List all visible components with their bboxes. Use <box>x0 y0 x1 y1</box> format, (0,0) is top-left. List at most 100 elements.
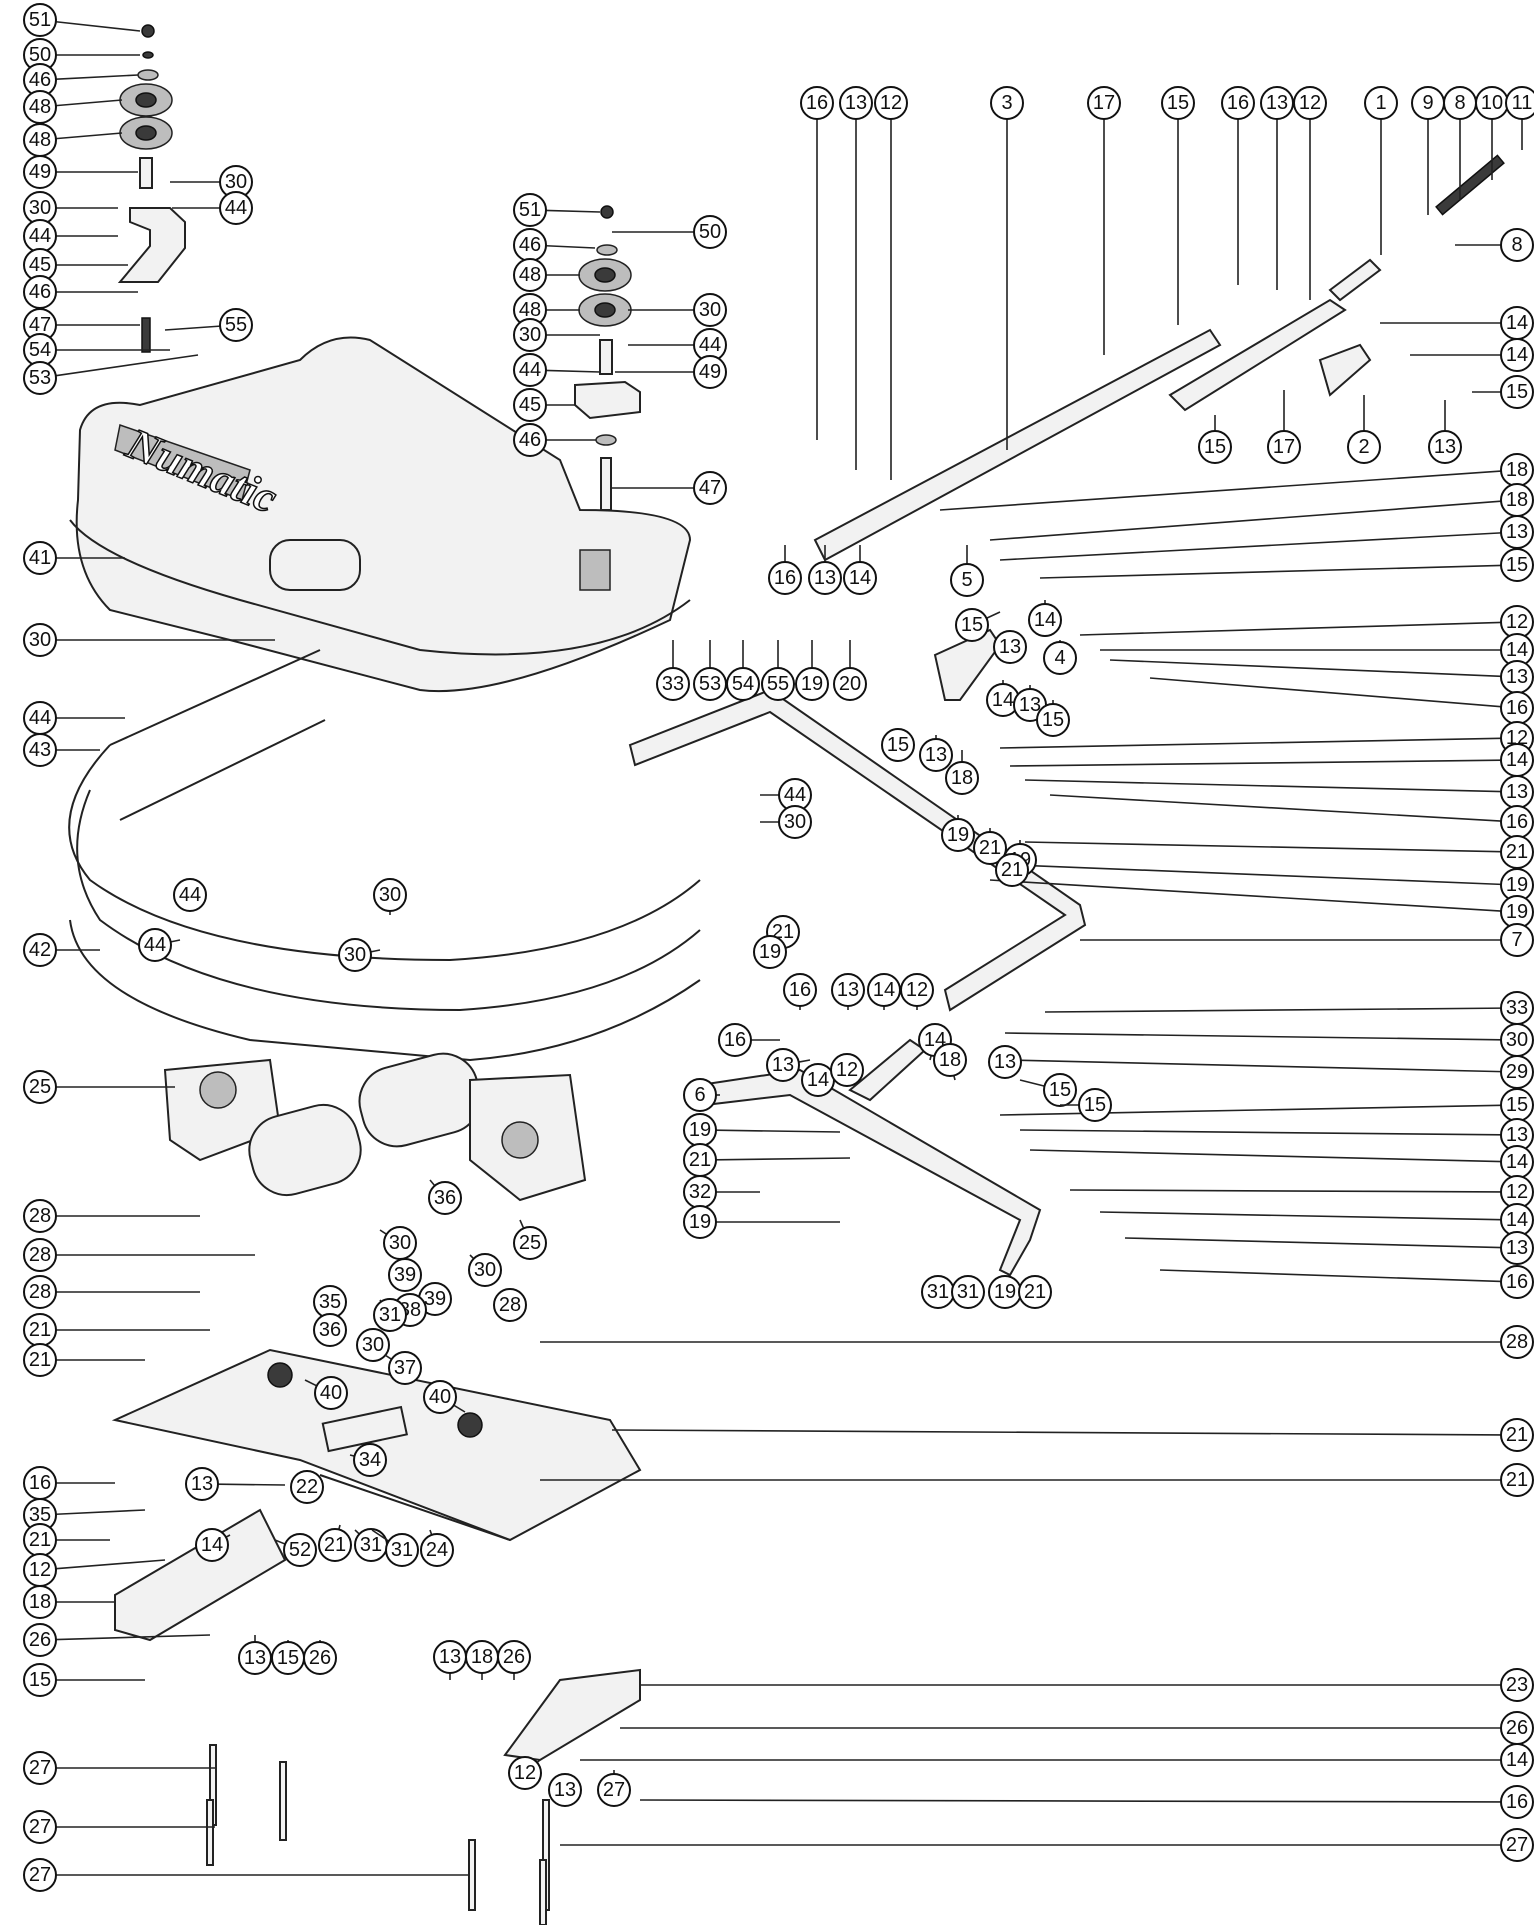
callout-label: 26 <box>1506 1717 1528 1739</box>
callout-label: 30 <box>29 197 51 219</box>
callout-circle <box>23 733 57 767</box>
callout-label: 16 <box>774 567 796 589</box>
callout-12: 12 <box>1079 605 1534 639</box>
callout-48: 48 <box>513 258 580 292</box>
leader-line <box>1044 1007 1502 1013</box>
callout-14: 14 <box>986 680 1020 717</box>
callout-label: 28 <box>29 1281 51 1303</box>
callout-34: 34 <box>349 1443 387 1477</box>
callout-label: 16 <box>1506 1791 1528 1813</box>
callout-label: 12 <box>1299 92 1321 114</box>
callout-circle <box>313 1313 347 1347</box>
callout-label: 12 <box>1506 727 1528 749</box>
leader-line <box>715 1129 841 1133</box>
callout-15: 15 <box>1198 415 1232 464</box>
callout-label: 15 <box>1506 381 1528 403</box>
callout-33: 33 <box>1044 991 1534 1025</box>
callout-circle <box>23 933 57 967</box>
leader-line <box>1009 1059 1502 1073</box>
callout-circle <box>353 1443 387 1477</box>
callout-label: 54 <box>29 339 51 361</box>
callout-30: 30 <box>373 878 407 915</box>
callout-label: 2 <box>1358 436 1369 458</box>
callout-14: 14 <box>1100 633 1534 667</box>
callout-circle <box>1036 703 1070 737</box>
callout-47: 47 <box>612 471 727 505</box>
callout-45: 45 <box>23 248 128 282</box>
leader-line <box>370 949 381 953</box>
callout-12: 12 <box>508 1756 542 1790</box>
callout-14: 14 <box>1029 1145 1534 1179</box>
callout-53: 53 <box>23 354 199 395</box>
callout-label: 13 <box>845 92 867 114</box>
callout-circle <box>508 1756 542 1790</box>
callout-circle <box>1364 86 1398 120</box>
callout-label: 21 <box>29 1529 51 1551</box>
leader-line <box>1009 759 1502 767</box>
callout-circle <box>1293 86 1327 120</box>
callout-21: 21 <box>23 1343 145 1377</box>
callout-21: 21 <box>1024 835 1534 869</box>
callout-label: 55 <box>225 314 247 336</box>
callout-circle <box>338 938 372 972</box>
callout-5: 5 <box>950 545 984 597</box>
callout-label: 12 <box>514 1762 536 1784</box>
callout-19: 19 <box>753 935 787 969</box>
callout-21: 21 <box>23 1313 210 1347</box>
belt-guard <box>68 649 701 1062</box>
callout-circle <box>423 1380 457 1414</box>
callout-label: 43 <box>29 739 51 761</box>
callout-circle <box>1500 1265 1534 1299</box>
callout-label: 48 <box>29 96 51 118</box>
callout-21: 21 <box>995 853 1029 887</box>
callout-label: 29 <box>1506 1061 1528 1083</box>
callout-circle <box>795 667 829 701</box>
callout-label: 21 <box>689 1149 711 1171</box>
pulley-assembly-left <box>117 24 186 353</box>
callout-label: 48 <box>519 264 541 286</box>
callout-circle <box>1428 430 1462 464</box>
callout-30: 30 <box>468 1253 502 1287</box>
callout-46: 46 <box>23 275 138 309</box>
callout-label: 5 <box>961 569 972 591</box>
callout-circle <box>693 293 727 327</box>
callout-30: 30 <box>338 938 381 972</box>
callout-label: 16 <box>1506 697 1528 719</box>
callout-24: 24 <box>420 1529 454 1567</box>
callout-46: 46 <box>513 228 596 262</box>
callout-18: 18 <box>945 750 979 795</box>
leader-line <box>55 99 123 107</box>
callout-15: 15 <box>1472 375 1534 409</box>
callout-label: 23 <box>1506 1674 1528 1696</box>
callout-label: 55 <box>767 673 789 695</box>
callout-label: 13 <box>439 1646 461 1668</box>
callout-label: 18 <box>471 1646 493 1668</box>
callout-44: 44 <box>138 928 181 962</box>
callout-21: 21 <box>540 1463 1534 1497</box>
leader-line <box>170 939 181 943</box>
callout-label: 30 <box>474 1259 496 1281</box>
callout-label: 44 <box>784 784 806 806</box>
callout-label: 19 <box>947 824 969 846</box>
callout-52: 52 <box>274 1533 317 1567</box>
callout-label: 13 <box>837 979 859 1001</box>
callout-27: 27 <box>597 1770 631 1807</box>
callout-label: 52 <box>289 1539 311 1561</box>
callout-55: 55 <box>761 640 795 701</box>
callout-circle <box>597 1773 631 1807</box>
callout-27: 27 <box>23 1751 215 1785</box>
callout-label: 13 <box>1266 92 1288 114</box>
callout-circle <box>1018 1275 1052 1309</box>
leader-line <box>798 1059 811 1063</box>
callout-13: 13 <box>1024 775 1534 809</box>
callout-25: 25 <box>513 1219 547 1260</box>
callout-label: 13 <box>1506 521 1528 543</box>
callout-label: 48 <box>519 299 541 321</box>
callout-31: 31 <box>373 1298 407 1332</box>
callout-circle <box>420 1533 454 1567</box>
callout-label: 54 <box>732 673 754 695</box>
callout-label: 28 <box>29 1205 51 1227</box>
callout-label: 14 <box>849 567 871 589</box>
callout-30: 30 <box>1004 1023 1534 1057</box>
callout-label: 12 <box>29 1559 51 1581</box>
